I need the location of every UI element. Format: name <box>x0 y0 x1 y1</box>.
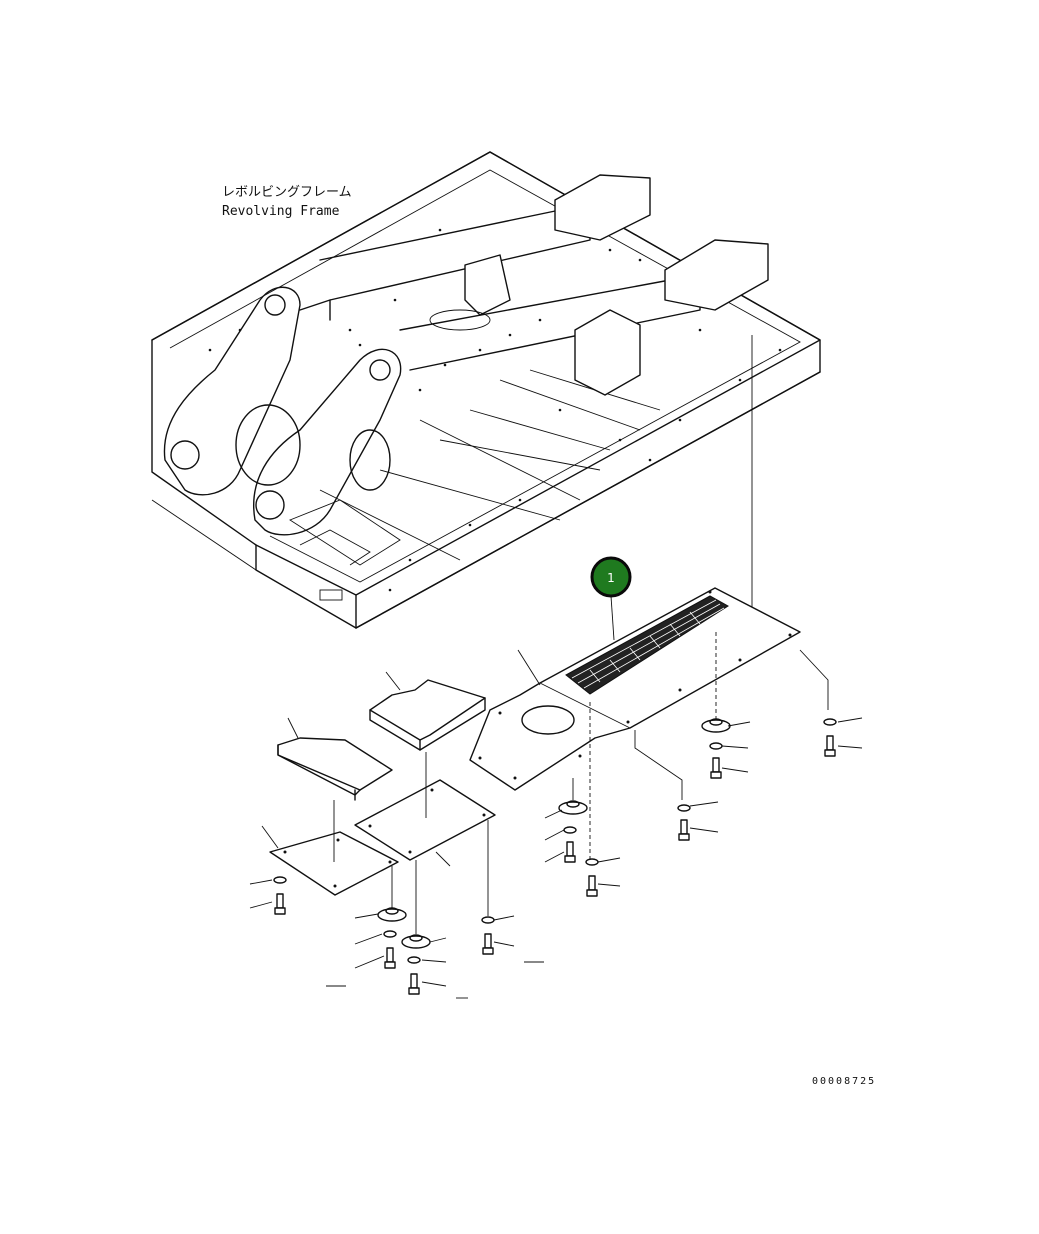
callout-number: 1 <box>607 571 615 585</box>
mesh-grille-icon <box>565 595 729 695</box>
callout-1[interactable]: 1 <box>590 556 632 641</box>
cover-plate-icon <box>277 737 393 801</box>
drawing-code: 00008725 <box>812 1076 876 1087</box>
frame-label-japanese: レボルビングフレーム <box>222 185 352 200</box>
rubber-mount-icon <box>377 718 731 949</box>
bolt-icon <box>274 735 836 995</box>
frame-label-english: Revolving Frame <box>222 204 340 219</box>
cover-plate-icon <box>469 587 801 791</box>
cover-plate-icon <box>369 679 486 751</box>
revolving-frame-icon <box>151 151 821 629</box>
cover-plate-icon <box>354 779 496 861</box>
cover-plate-icon <box>269 831 399 896</box>
